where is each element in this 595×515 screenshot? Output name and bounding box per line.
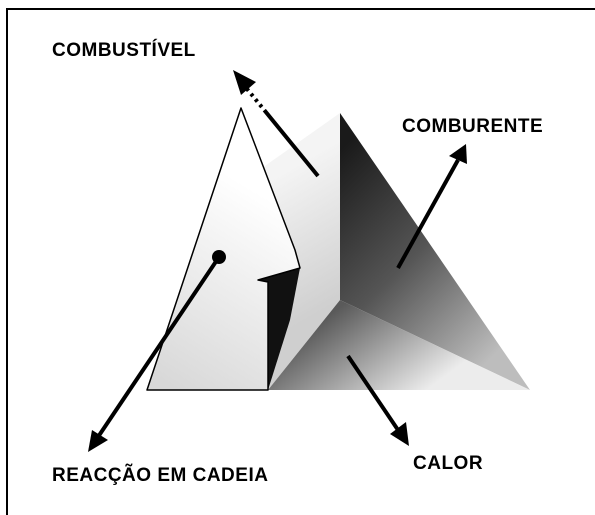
arrow-calor-head [390,422,409,446]
arrow-reaccao-shaft [96,255,221,439]
arrow-reaccao-head [88,430,108,452]
arrow-comburente-shaft [396,159,460,269]
arrow-comburente-head [449,144,467,164]
combustivel-face [146,107,301,391]
label-reaccao-em-cadeia: REACÇÃO EM CADEIA [52,465,269,486]
calor-face [268,300,530,390]
arrow-combustivel-head [233,70,256,95]
label-combustivel: COMBUSTÍVEL [52,40,196,61]
label-calor: CALOR [413,453,484,474]
comburente-face [340,113,530,390]
arrow-calor-shaft [346,354,400,432]
label-comburente: COMBURENTE [402,116,544,137]
arrow-combustivel-shaft [241,82,320,178]
